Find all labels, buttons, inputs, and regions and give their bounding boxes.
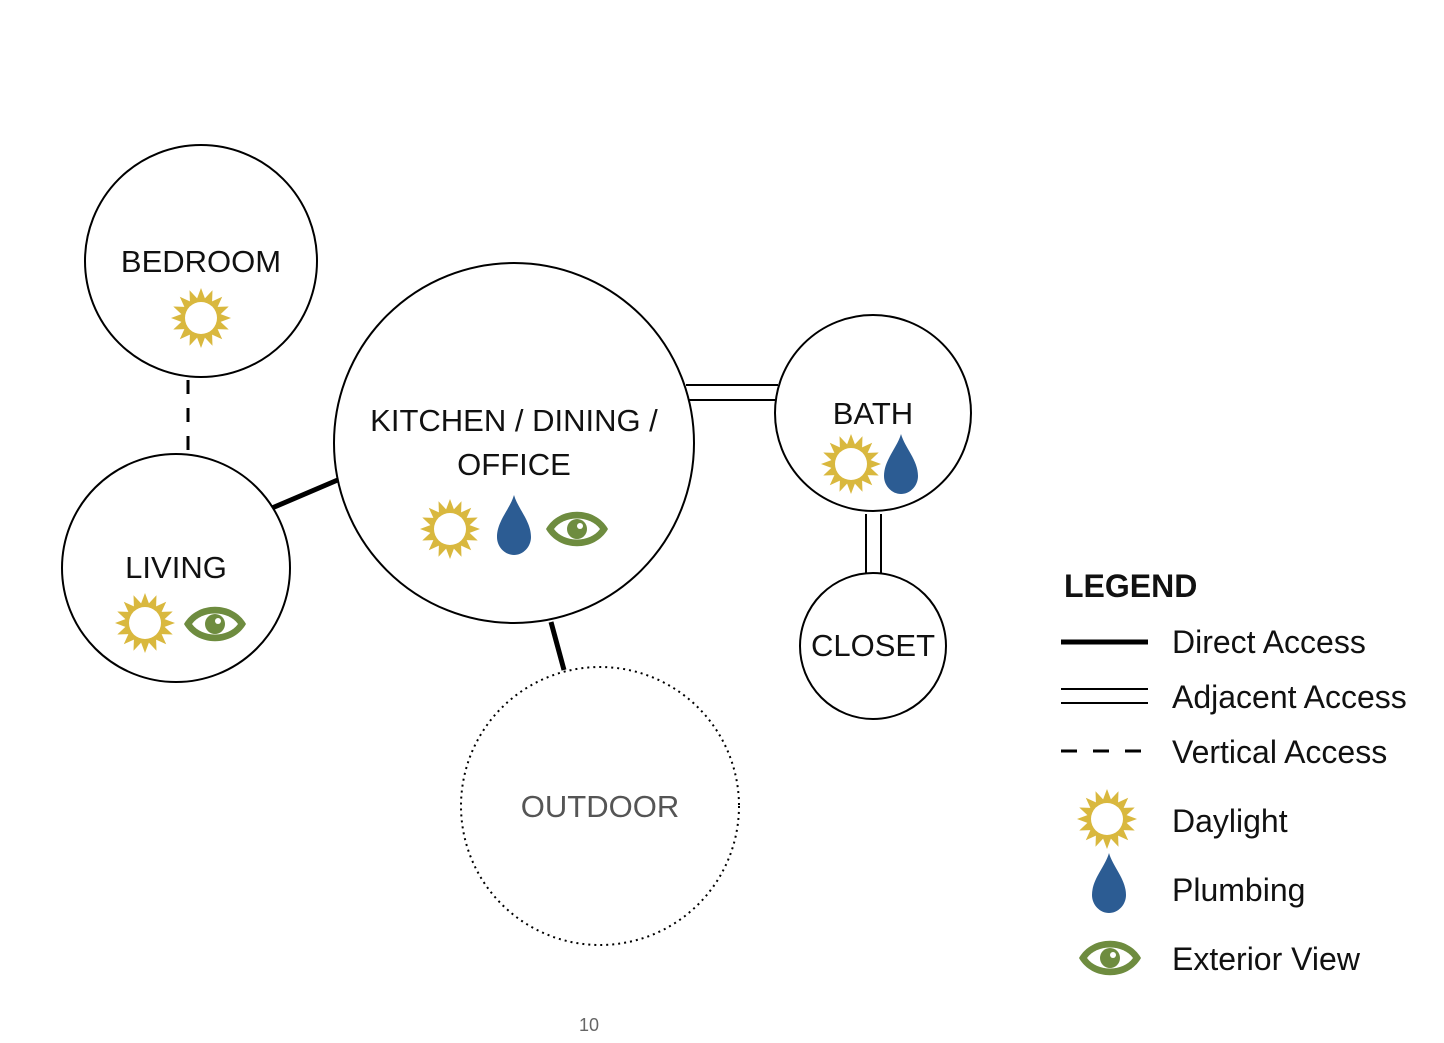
legend-title: LEGEND: [1064, 568, 1197, 604]
room-label-closet: CLOSET: [811, 628, 935, 663]
room-label-bedroom: BEDROOM: [121, 244, 281, 279]
room-label-outdoor: OUTDOOR: [521, 789, 679, 824]
sun-icon: [1077, 789, 1137, 849]
water-drop-icon: [1092, 853, 1126, 913]
adjacent-access-kitchen-bath: [686, 384, 778, 401]
eye-icon: [1079, 940, 1141, 976]
sun-icon: [171, 288, 231, 348]
adjacent-access-bath-closet: [865, 514, 882, 573]
legend-vertical-access: Vertical Access: [1172, 734, 1387, 770]
room-kitchen-dining-office: KITCHEN / DINING / OFFICE: [333, 262, 695, 624]
room-label-kitchen-line2: OFFICE: [457, 447, 571, 482]
room-bath: BATH: [774, 314, 972, 512]
room-label-bath: BATH: [833, 396, 913, 431]
legend-exterior-view: Exterior View: [1172, 941, 1361, 977]
legend: LEGEND Direct Access Adjacent Access Ver…: [1061, 568, 1407, 977]
room-closet: CLOSET: [799, 572, 947, 720]
sun-icon: [115, 593, 175, 653]
legend-direct-access: Direct Access: [1172, 624, 1366, 660]
room-bedroom: BEDROOM: [84, 144, 318, 378]
legend-plumbing: Plumbing: [1172, 872, 1305, 908]
legend-daylight: Daylight: [1172, 803, 1288, 839]
direct-access-living-kitchen: [271, 476, 341, 511]
room-label-kitchen-line1: KITCHEN / DINING /: [370, 403, 658, 438]
direct-access-kitchen-outdoor: [548, 621, 567, 671]
adjacent-access-swatch: [1061, 688, 1148, 704]
room-label-living: LIVING: [125, 550, 227, 585]
room-outdoor: OUTDOOR: [460, 666, 740, 946]
legend-adjacent-access: Adjacent Access: [1172, 679, 1407, 715]
sun-icon: [420, 499, 480, 559]
page-number: 10: [579, 1015, 599, 1035]
room-living: LIVING: [61, 453, 291, 683]
sun-icon: [821, 434, 881, 494]
